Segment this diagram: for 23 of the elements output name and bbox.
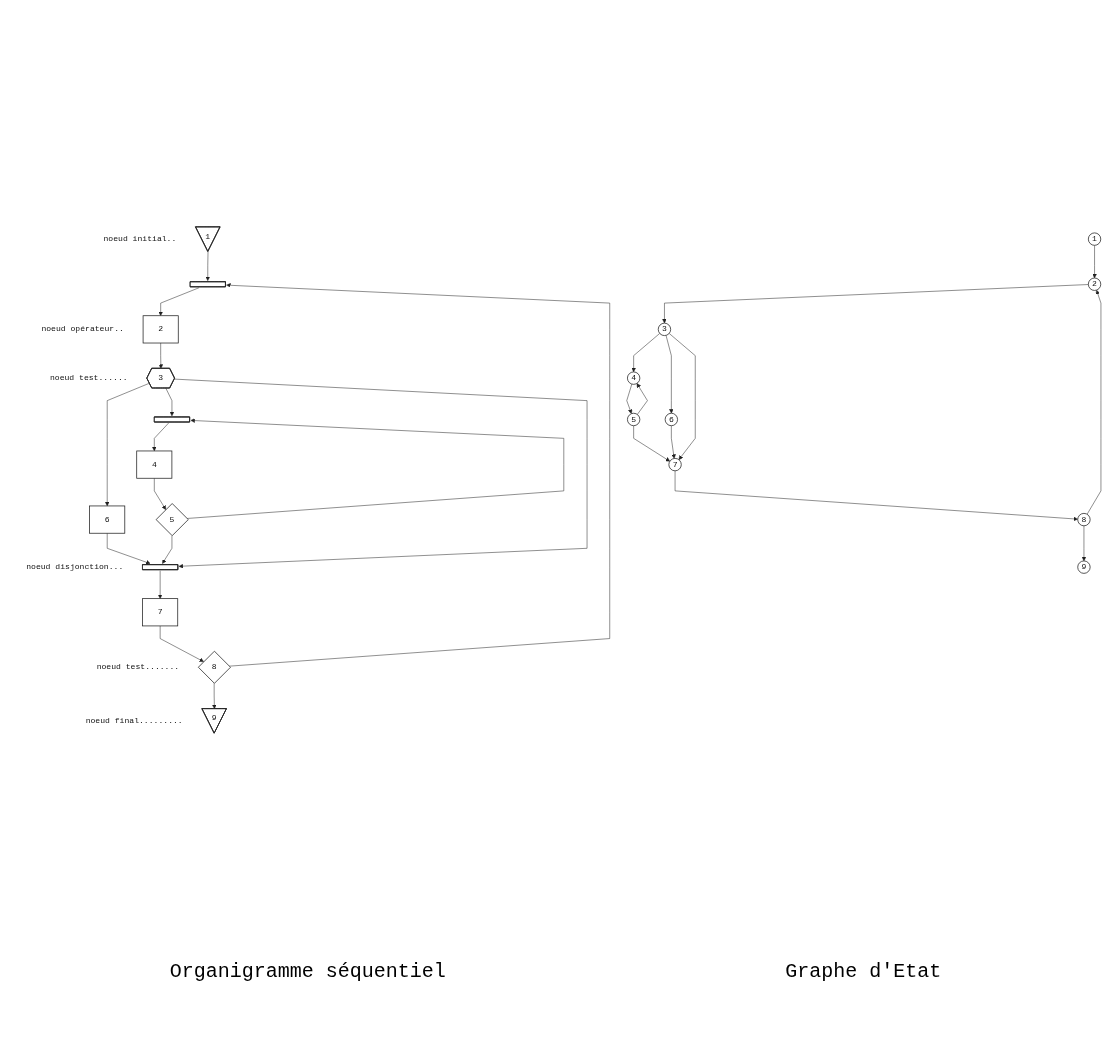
node-diamond: 5	[155, 503, 189, 537]
node-circle: 7	[667, 458, 682, 472]
node-circle: 4	[626, 371, 640, 385]
node-box: 2	[142, 315, 179, 344]
node-label: noeud disjonction...	[25, 562, 123, 572]
node-circle: 8	[1076, 513, 1091, 527]
node-box: 7	[141, 598, 178, 627]
node-label: noeud final.........	[85, 716, 183, 726]
node-box: 4	[135, 450, 172, 479]
node-circle: 5	[626, 412, 640, 427]
node-circle: 9	[1076, 560, 1091, 574]
node-box: 6	[88, 505, 125, 534]
diagram-caption: Graphe d'Etat	[785, 960, 942, 983]
node-label: noeud test......	[49, 373, 128, 383]
diagram-caption: Organigramme séquentiel	[169, 960, 446, 983]
node-label: noeud opérateur..	[40, 324, 124, 334]
node-diamond: 8	[197, 650, 231, 684]
node-circle: 6	[664, 412, 678, 427]
node-circle: 3	[657, 322, 671, 336]
node-label: noeud initial..	[103, 234, 176, 244]
node-circle: 2	[1087, 277, 1101, 291]
node-circle: 1	[1087, 232, 1101, 246]
node-label: noeud test.......	[96, 662, 179, 672]
